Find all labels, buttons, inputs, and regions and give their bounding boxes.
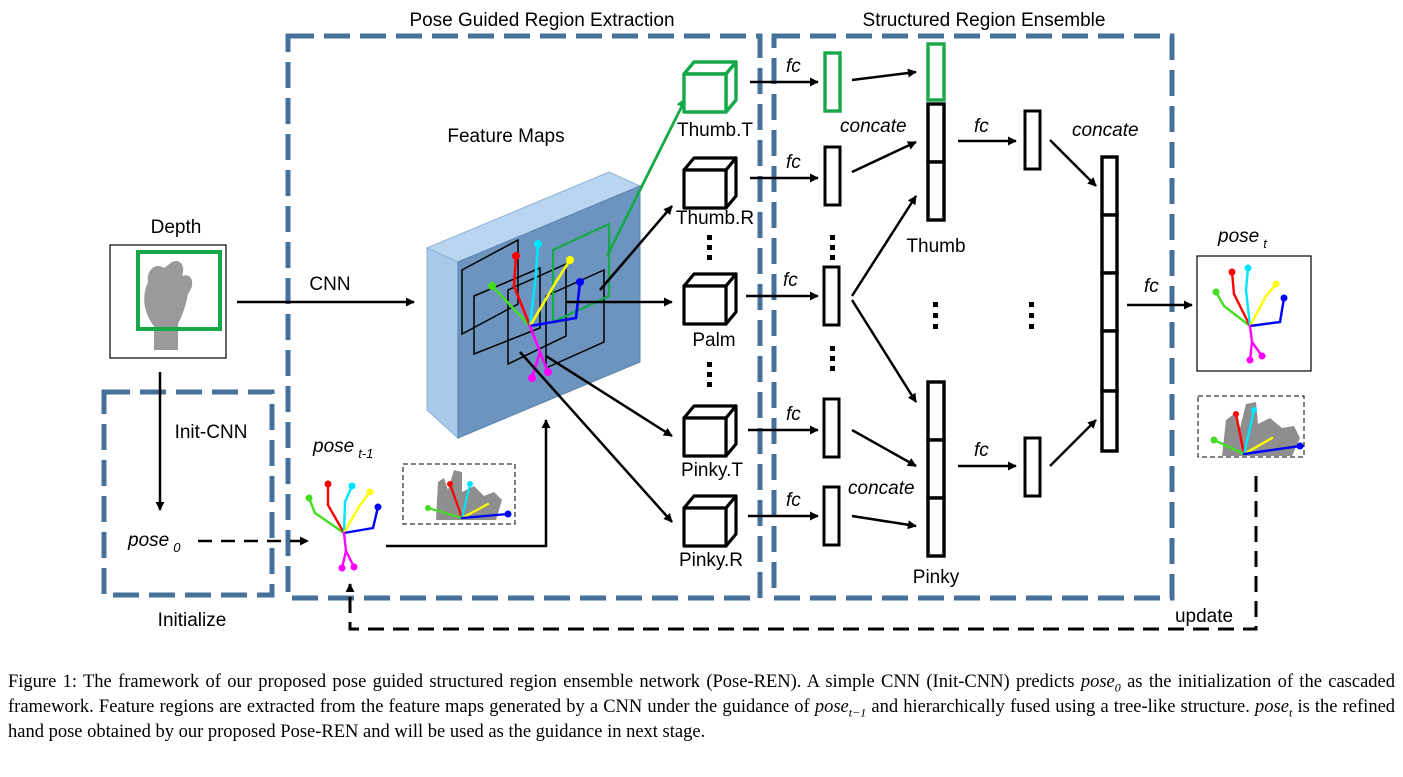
region-arrow-thumb-r [599, 205, 673, 291]
fc-vector-pinky-t [822, 397, 841, 459]
caption-prefix: Figure 1: The framework of our proposed … [8, 672, 1075, 692]
concate-label-thumb: concate [840, 116, 907, 137]
ensemble-section-border [771, 33, 1175, 601]
pose-t-output-image [1196, 255, 1312, 372]
update-dashed-arrow [345, 476, 1258, 631]
depth-label: Depth [151, 217, 202, 238]
depth-image [109, 244, 227, 359]
pose-prev-skeleton [305, 480, 382, 572]
initialize-section-border [101, 389, 275, 598]
concat-column-pinky [926, 380, 946, 558]
region-cube-pinky-t [682, 404, 738, 458]
caption-pose0: pose0 [1080, 672, 1121, 695]
fc-vector-ellipsis-lower [830, 346, 835, 371]
final-concat-arrow-thumb [1049, 139, 1097, 187]
ensemble-section-title: Structured Region Ensemble [863, 10, 1106, 31]
concat-column-thumb [926, 42, 946, 222]
region-label-pinky-t: Pinky.T [681, 460, 743, 481]
region-cube-palm [682, 272, 738, 326]
fc-vector-thumb-r [823, 145, 842, 207]
concat-arrow-thumb-r [851, 140, 917, 174]
caption-part2: as the initialization of the cascaded fr… [8, 672, 1395, 717]
fc-label-thumb-t: fc [786, 56, 801, 77]
cnn-label: CNN [309, 274, 350, 295]
concat-arrow-palm-pinky [850, 299, 918, 403]
fc-vector-thumb-group [1023, 109, 1042, 171]
final-concat-column [1100, 155, 1119, 453]
pose-prev-to-features-arrow [386, 419, 551, 548]
initialize-section-label: Initialize [158, 610, 227, 631]
depth-crop-box [136, 250, 222, 331]
fc-label-pinky-r: fc [786, 490, 801, 511]
region-cube-thumb-r [682, 156, 738, 210]
concat-column-ellipsis-left [933, 302, 938, 329]
concat-arrow-pinky-r [851, 514, 917, 530]
region-label-pinky-r: Pinky.R [679, 550, 743, 571]
region-label-thumb-t: Thumb.T [677, 120, 753, 141]
concate-label-pinky: concate [848, 478, 915, 499]
extraction-section-border [285, 33, 763, 601]
concate-label-final: concate [1072, 120, 1139, 141]
region-ellipsis-upper [707, 235, 712, 260]
fc-label-pinky-group: fc [974, 440, 989, 461]
fc-label-final: fc [1144, 276, 1159, 297]
caption-part4: is the refined hand pose obtained by our… [8, 697, 1396, 742]
fc-vector-pinky-group [1023, 436, 1042, 498]
init-cnn-label: Init-CNN [175, 422, 248, 443]
fc-vector-thumb-t [823, 51, 842, 113]
group-vector-ellipsis [1029, 302, 1034, 329]
region-label-thumb-r: Thumb.R [676, 208, 754, 229]
fc-vector-ellipsis-upper [830, 235, 835, 260]
update-label: update [1175, 606, 1233, 627]
caption-pose-prev: poset−1 [814, 697, 867, 720]
fc-label-palm: fc [783, 270, 798, 291]
fc-vector-pinky-r [822, 485, 841, 547]
pose-ren-framework-diagram: Pose Guided Region Extraction Structured… [101, 10, 1312, 631]
concat-arrow-thumb-t [851, 68, 917, 82]
concat-arrow-palm-thumb [850, 195, 918, 297]
pose-t-overlay-image [1197, 395, 1305, 458]
fc-label-thumb-r: fc [786, 152, 801, 173]
caption-pose-t: poset [1255, 697, 1293, 720]
thumb-label: Thumb [906, 236, 965, 257]
region-cube-pinky-r [682, 494, 738, 548]
extraction-section-title: Pose Guided Region Extraction [409, 10, 674, 31]
region-arrow-pinky-r [519, 351, 673, 523]
fc-vector-palm [822, 265, 841, 327]
region-arrow-pinky-t [545, 354, 673, 438]
pose-prev-overlay-image [402, 463, 516, 525]
concat-arrow-pinky-t [851, 428, 917, 468]
fc-label-thumb-group: fc [974, 116, 989, 137]
caption-part3: and hierarchically fused using a tree-li… [871, 697, 1250, 717]
fc-label-pinky-t: fc [786, 404, 801, 425]
figure-caption: Figure 1: The framework of our proposed … [8, 670, 1395, 745]
pinky-label: Pinky [913, 567, 960, 588]
feature-maps-block [425, 171, 642, 440]
region-arrow-thumb-t [605, 97, 688, 257]
region-ellipsis-lower [707, 362, 712, 387]
feature-maps-label: Feature Maps [447, 126, 564, 147]
region-cube-thumb-t [682, 60, 738, 114]
final-concat-arrow-pinky [1049, 419, 1097, 467]
region-label-palm: Palm [692, 330, 735, 351]
